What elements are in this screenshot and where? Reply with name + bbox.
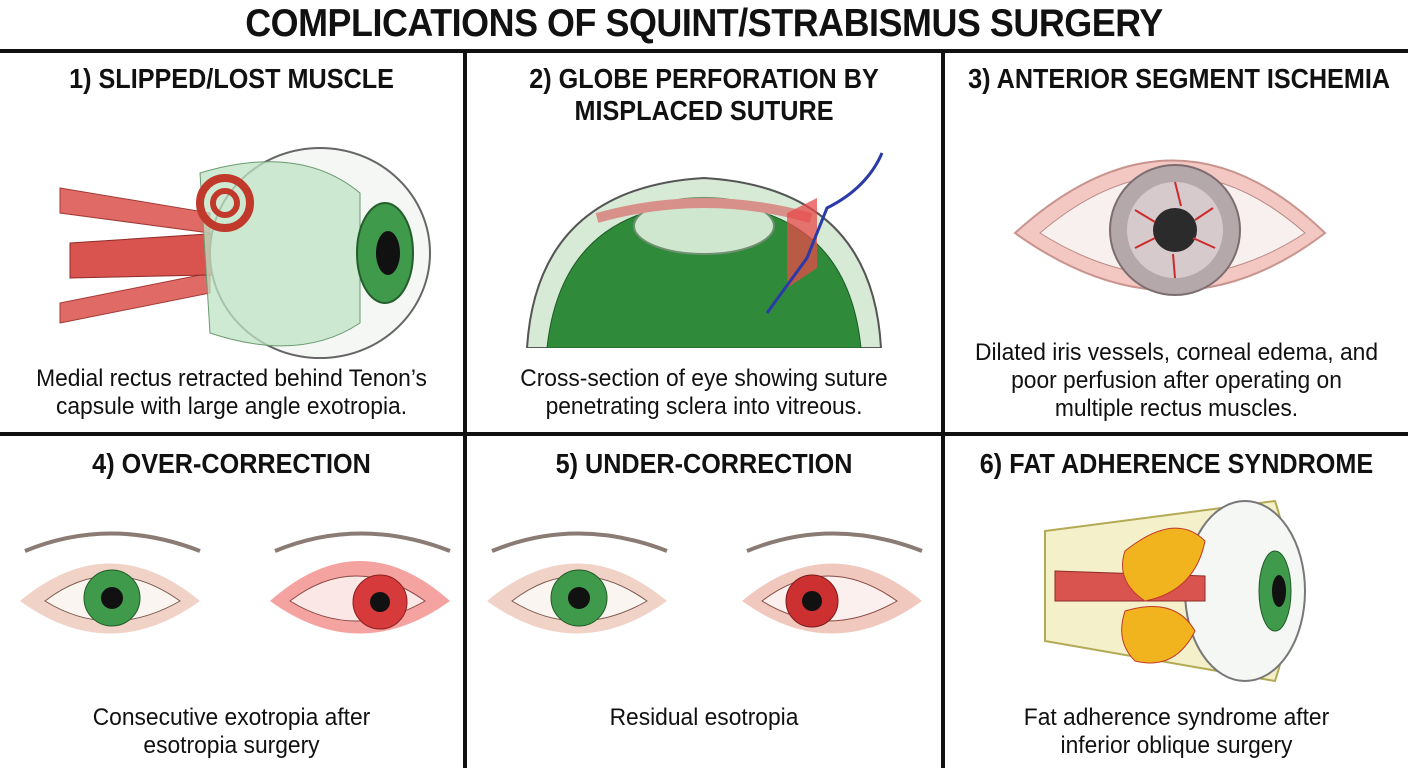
panel-fat-adherence: 6) FAT ADHERENCE SYNDROME Fat adherence … <box>945 436 1408 768</box>
panel-caption-line-2: esotropia surgery <box>143 732 320 759</box>
over-correction-illustration <box>0 516 463 666</box>
panel-caption-line-1: Dilated iris vessels, corneal edema, and <box>974 339 1379 366</box>
panel-title: 1) SLIPPED/LOST MUSCLE <box>69 63 394 94</box>
panel-over-correction: 4) OVER-CORRECTION Consecutive exotropia… <box>0 436 463 768</box>
middle-rule <box>0 432 1408 436</box>
panel-caption-line-1: Fat adherence syndrome after <box>1023 704 1330 731</box>
panel-anterior-segment-ischemia: 3) ANTERIOR SEGMENT ISCHEMIA Dilated iri… <box>945 53 1408 432</box>
top-rule <box>0 49 1408 53</box>
ischemic-eye-illustration <box>945 118 1408 323</box>
panel-slipped-muscle: 1) SLIPPED/LOST MUSCLE Medial rectus ret… <box>0 53 463 432</box>
divider-right <box>941 51 945 768</box>
slipped-muscle-illustration <box>0 133 463 363</box>
divider-left <box>463 51 467 768</box>
main-title: COMPLICATIONS OF SQUINT/STRABISMUS SURGE… <box>245 2 1163 45</box>
panel-title: 4) OVER-CORRECTION <box>92 448 371 479</box>
fat-adherence-illustration <box>945 491 1408 686</box>
panel-title-line-1: 2) GLOBE PERFORATION BY <box>529 63 879 94</box>
panel-caption-line-2: poor perfusion after operating on <box>1011 367 1342 394</box>
panel-title: 5) UNDER-CORRECTION <box>555 448 853 479</box>
panel-globe-perforation: 2) GLOBE PERFORATION BY MISPLACED SUTURE… <box>467 53 941 432</box>
globe-perforation-illustration <box>467 148 941 348</box>
under-correction-illustration <box>467 516 941 666</box>
panel-title-line-2: MISPLACED SUTURE <box>574 95 834 126</box>
panel-title: 6) FAT ADHERENCE SYNDROME <box>979 448 1374 479</box>
panel-caption: Cross-section of eye showing suture pene… <box>520 365 888 420</box>
panel-caption: Medial rectus retracted behind Tenon’s c… <box>36 365 427 420</box>
panel-caption-line-2: inferior oblique surgery <box>1060 732 1293 759</box>
panel-caption-line-3: multiple rectus muscles. <box>1054 395 1299 422</box>
panel-caption-line-1: Consecutive exotropia after <box>92 704 371 731</box>
panel-caption: Residual esotropia <box>609 704 799 731</box>
panel-title: 3) ANTERIOR SEGMENT ISCHEMIA <box>968 63 1391 94</box>
panel-under-correction: 5) UNDER-CORRECTION Residual esotropia <box>467 436 941 768</box>
